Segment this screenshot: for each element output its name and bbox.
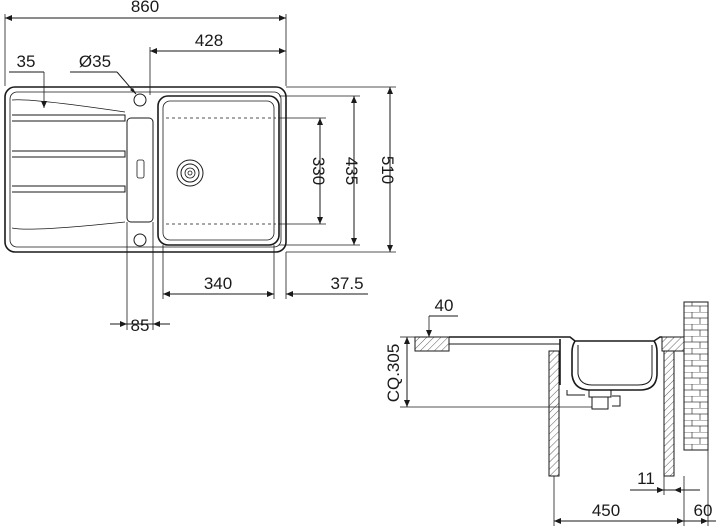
tap-hole-icon: [133, 233, 147, 247]
dim-bowl-depth-inner: 330: [309, 157, 328, 185]
dim-bowl-length: 340: [204, 274, 232, 293]
drainer-grooves: [11, 99, 126, 230]
dim-drainer-offset: 35: [17, 52, 36, 71]
bowl-section: [571, 340, 658, 391]
dim-wall-offset: 60: [694, 501, 713, 520]
drain-pipe: [591, 396, 609, 410]
overflow-panel: [126, 117, 154, 223]
dim-tap-hole: Ø35: [79, 52, 111, 71]
worktop-right: [661, 336, 685, 352]
bowl-inner: [162, 100, 275, 241]
worktop-left: [414, 336, 450, 352]
side-view: 40 CQ.305 450 11 60: [384, 296, 716, 526]
top-view: 860 428 35 Ø35 330 435: [4, 0, 397, 335]
cabinet-panel-right: [663, 350, 675, 477]
dim-cabinet-depth: CQ.305: [384, 344, 403, 403]
dim-bowl-depth: 435: [342, 157, 361, 185]
cabinet-panel-left: [548, 350, 560, 477]
dim-bowl-width: 428: [195, 31, 223, 50]
wall: [683, 301, 709, 451]
sink-outline: [4, 86, 287, 253]
drain-fitting: [588, 389, 612, 398]
dim-drainer-gap: 85: [131, 316, 150, 335]
dim-overall-depth: 510: [378, 156, 397, 184]
tap-hole-icon: [133, 93, 147, 107]
dim-cabinet-width: 450: [592, 501, 620, 520]
sink-inner-rim: [9, 91, 282, 248]
dim-wall-gap: 11: [637, 469, 655, 488]
drain-icon: [176, 159, 204, 187]
overflow-slot: [136, 159, 145, 179]
bowl-outline: [157, 95, 280, 246]
dim-overall-width: 860: [131, 0, 159, 16]
dim-bowl-edge-offset: 37.5: [330, 274, 363, 293]
dim-rim-height: 40: [435, 296, 454, 315]
